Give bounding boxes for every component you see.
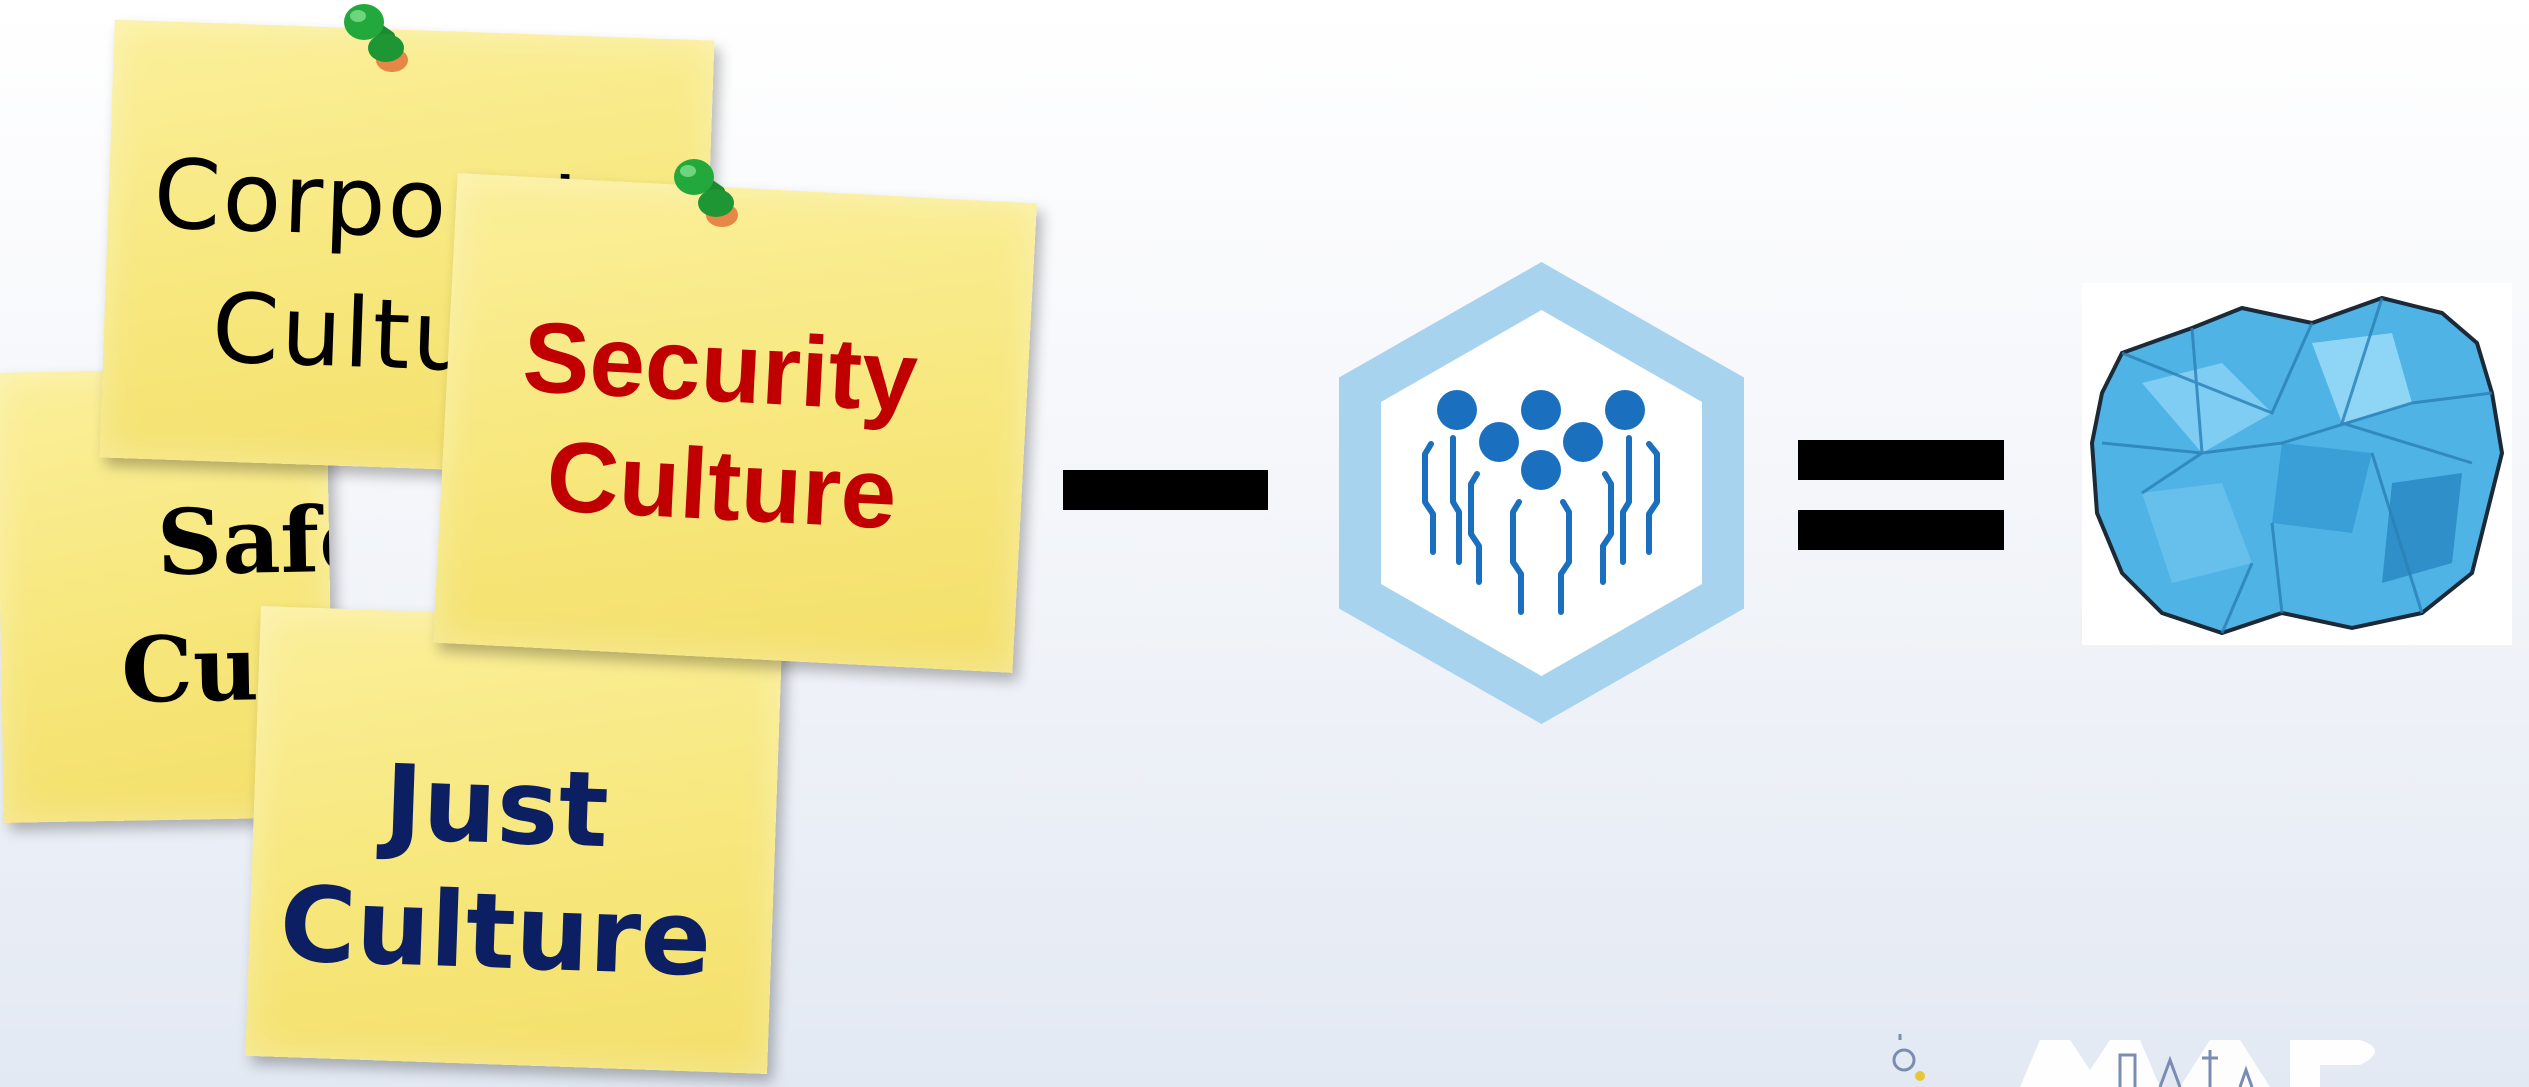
- just-culture-line1: Just: [382, 741, 611, 872]
- people-group-icon: [1339, 262, 1744, 724]
- green-pushpin-icon: [344, 4, 408, 72]
- just-culture-line2: Culture: [277, 862, 714, 1000]
- minus-sign-icon: [1063, 470, 1268, 510]
- sticky-note-security-culture: Security Culture: [433, 173, 1037, 673]
- equals-sign-bottom-bar: [1798, 510, 2004, 550]
- corner-logo-icon: [1892, 1034, 2375, 1087]
- security-culture-line2: Culture: [544, 420, 900, 551]
- sticky-note-just-culture: Just Culture: [245, 606, 783, 1074]
- security-culture-line1: Security: [520, 300, 921, 434]
- crumpled-paper-ball-icon: [2082, 283, 2512, 645]
- equals-sign-top-bar: [1798, 440, 2004, 480]
- safety-culture-line1: Safety: [156, 484, 334, 597]
- green-pushpin-icon: [674, 159, 738, 227]
